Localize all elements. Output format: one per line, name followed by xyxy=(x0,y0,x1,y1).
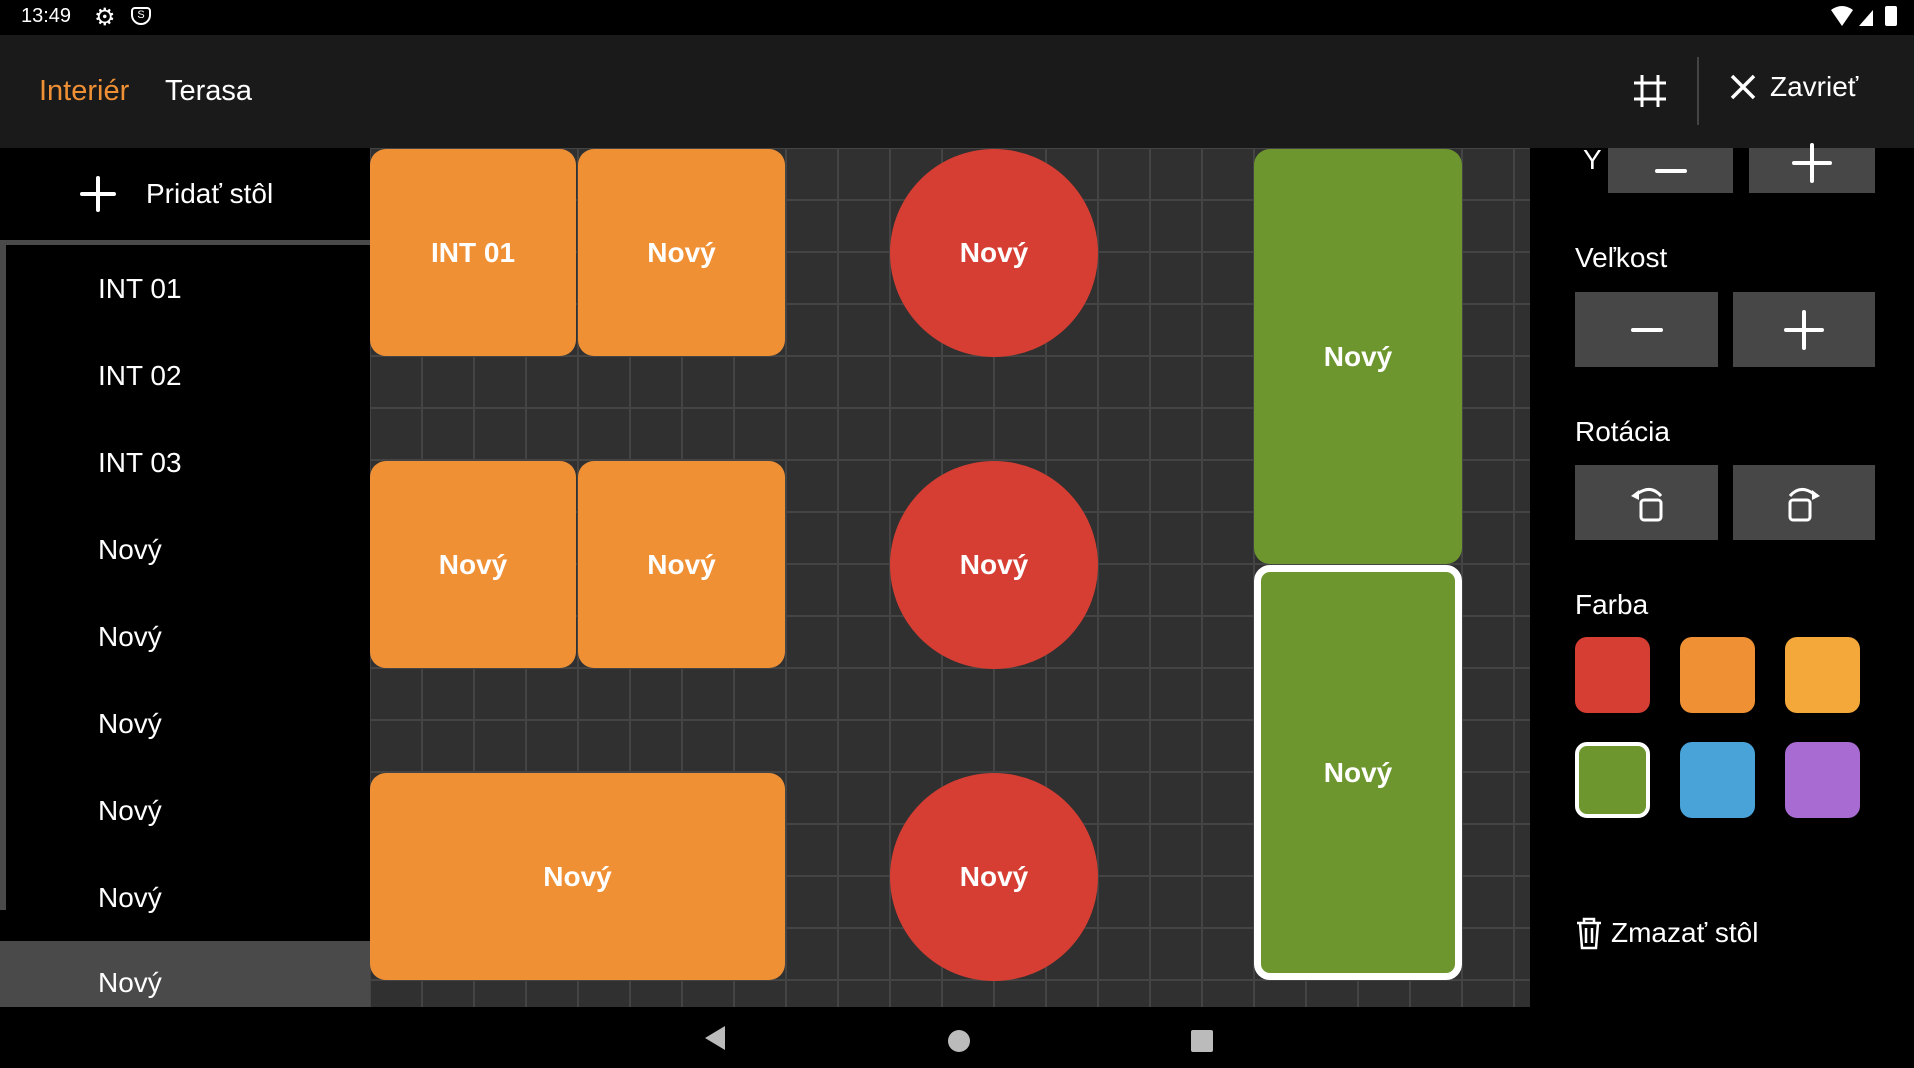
rotate-left-icon xyxy=(1630,487,1662,521)
delete-table-button[interactable]: Zmazať stôl xyxy=(1575,916,1758,950)
list-item-label: Nový xyxy=(98,707,162,739)
table[interactable]: Nový xyxy=(578,461,785,668)
s-shield-icon: S xyxy=(131,7,151,25)
list-item-label: INT 02 xyxy=(98,359,182,391)
list-item[interactable]: INT 01 xyxy=(0,245,370,332)
delete-table-label: Zmazať stôl xyxy=(1611,917,1759,948)
y-decrease-button[interactable] xyxy=(1608,148,1733,193)
table-selected[interactable]: Nový xyxy=(1254,565,1462,980)
tab-interier[interactable]: Interiér xyxy=(39,75,130,107)
list-item[interactable]: Nový xyxy=(0,767,370,854)
list-item-label: INT 03 xyxy=(98,446,182,478)
table-label: Nový xyxy=(959,237,1029,268)
table-label: Nový xyxy=(543,860,612,892)
size-increase-button[interactable] xyxy=(1733,292,1875,367)
list-item-label: INT 01 xyxy=(98,272,182,304)
table-label: INT 01 xyxy=(430,236,516,268)
table-label: Nový xyxy=(959,549,1029,580)
close-icon xyxy=(1730,74,1756,100)
table[interactable]: Nový xyxy=(578,149,785,356)
table-label: Nový xyxy=(1323,756,1393,788)
color-swatch-purple[interactable] xyxy=(1785,742,1860,818)
recent-apps-icon[interactable] xyxy=(1191,1030,1213,1052)
header: Interiér Terasa Zavrieť xyxy=(0,35,1914,148)
list-item-label: Nový xyxy=(98,533,162,565)
table[interactable]: Nový xyxy=(890,773,1098,981)
rotation-label: Rotácia xyxy=(1575,416,1670,447)
scrollbar[interactable] xyxy=(0,245,6,910)
table[interactable]: Nový xyxy=(1254,149,1462,564)
table-label: Nový xyxy=(959,861,1029,892)
grid-icon[interactable] xyxy=(1632,73,1668,109)
color-label: Farba xyxy=(1575,589,1649,620)
header-divider xyxy=(1697,57,1699,125)
rotate-right-icon xyxy=(1788,487,1820,521)
color-swatch-red[interactable] xyxy=(1575,637,1650,713)
properties-panel: Y Veľkost Rotácia Farba Zmazať stôl xyxy=(1530,142,1914,1007)
y-label: Y xyxy=(1583,144,1602,175)
sidebar-divider xyxy=(0,240,370,245)
list-item[interactable]: INT 03 xyxy=(0,419,370,506)
list-item[interactable]: Nový xyxy=(0,506,370,593)
plus-icon xyxy=(1784,309,1824,350)
list-item-label: Nový xyxy=(98,881,162,913)
list-item-label: Nový xyxy=(98,794,162,826)
close-button[interactable]: Zavrieť xyxy=(1728,71,1858,103)
color-swatch-blue[interactable] xyxy=(1680,742,1755,818)
color-swatch-orange[interactable] xyxy=(1680,637,1755,713)
back-icon[interactable] xyxy=(703,1025,727,1051)
floor-plan-canvas[interactable]: INT 01 Nový Nový Nový Nový Nový Nový Nov… xyxy=(370,148,1530,1007)
size-label: Veľkost xyxy=(1575,242,1668,273)
table-label: Nový xyxy=(647,548,716,580)
list-item[interactable]: Nový xyxy=(0,680,370,767)
minus-icon xyxy=(1630,327,1663,332)
rotate-left-button[interactable] xyxy=(1575,465,1718,540)
table-list-sidebar: Pridať stôl INT 01 INT 02 INT 03 Nový No… xyxy=(0,148,370,1007)
home-icon[interactable] xyxy=(948,1030,970,1052)
table-label: Nový xyxy=(438,548,508,580)
close-label: Zavrieť xyxy=(1770,71,1859,102)
status-time: 13:49 xyxy=(21,5,72,27)
table[interactable]: Nový xyxy=(370,773,785,980)
trash-icon xyxy=(1577,917,1601,950)
list-item-label: Nový xyxy=(98,620,162,652)
table-label: Nový xyxy=(1323,340,1393,372)
color-swatch-yellow[interactable] xyxy=(1785,637,1860,713)
tab-terasa[interactable]: Terasa xyxy=(165,75,253,107)
table-label: Nový xyxy=(647,236,716,268)
table[interactable]: Nový xyxy=(370,461,576,668)
list-item[interactable]: INT 02 xyxy=(0,332,370,419)
rotate-right-button[interactable] xyxy=(1733,465,1875,540)
list-item[interactable]: Nový xyxy=(0,854,370,941)
status-bar: 13:49 ⚙ S xyxy=(0,0,1914,35)
color-swatch-green[interactable] xyxy=(1575,742,1650,818)
plus-icon xyxy=(1792,142,1832,183)
table[interactable]: INT 01 xyxy=(370,149,576,356)
minus-icon xyxy=(1654,168,1687,173)
wifi-icon xyxy=(1831,6,1873,26)
list-item[interactable]: Nový xyxy=(0,593,370,680)
size-decrease-button[interactable] xyxy=(1575,292,1718,367)
plus-icon xyxy=(80,176,116,212)
navigation-bar xyxy=(0,1007,1914,1068)
list-item-label: Nový xyxy=(98,967,162,998)
add-table-label: Pridať stôl xyxy=(146,178,274,209)
battery-icon xyxy=(1885,6,1897,26)
table[interactable]: Nový xyxy=(890,149,1098,357)
table[interactable]: Nový xyxy=(890,461,1098,669)
add-table-button[interactable]: Pridať stôl xyxy=(0,148,370,240)
y-increase-button[interactable] xyxy=(1749,142,1875,193)
gear-icon: ⚙ xyxy=(94,4,116,31)
list-item-selected[interactable]: Nový xyxy=(0,941,370,1007)
